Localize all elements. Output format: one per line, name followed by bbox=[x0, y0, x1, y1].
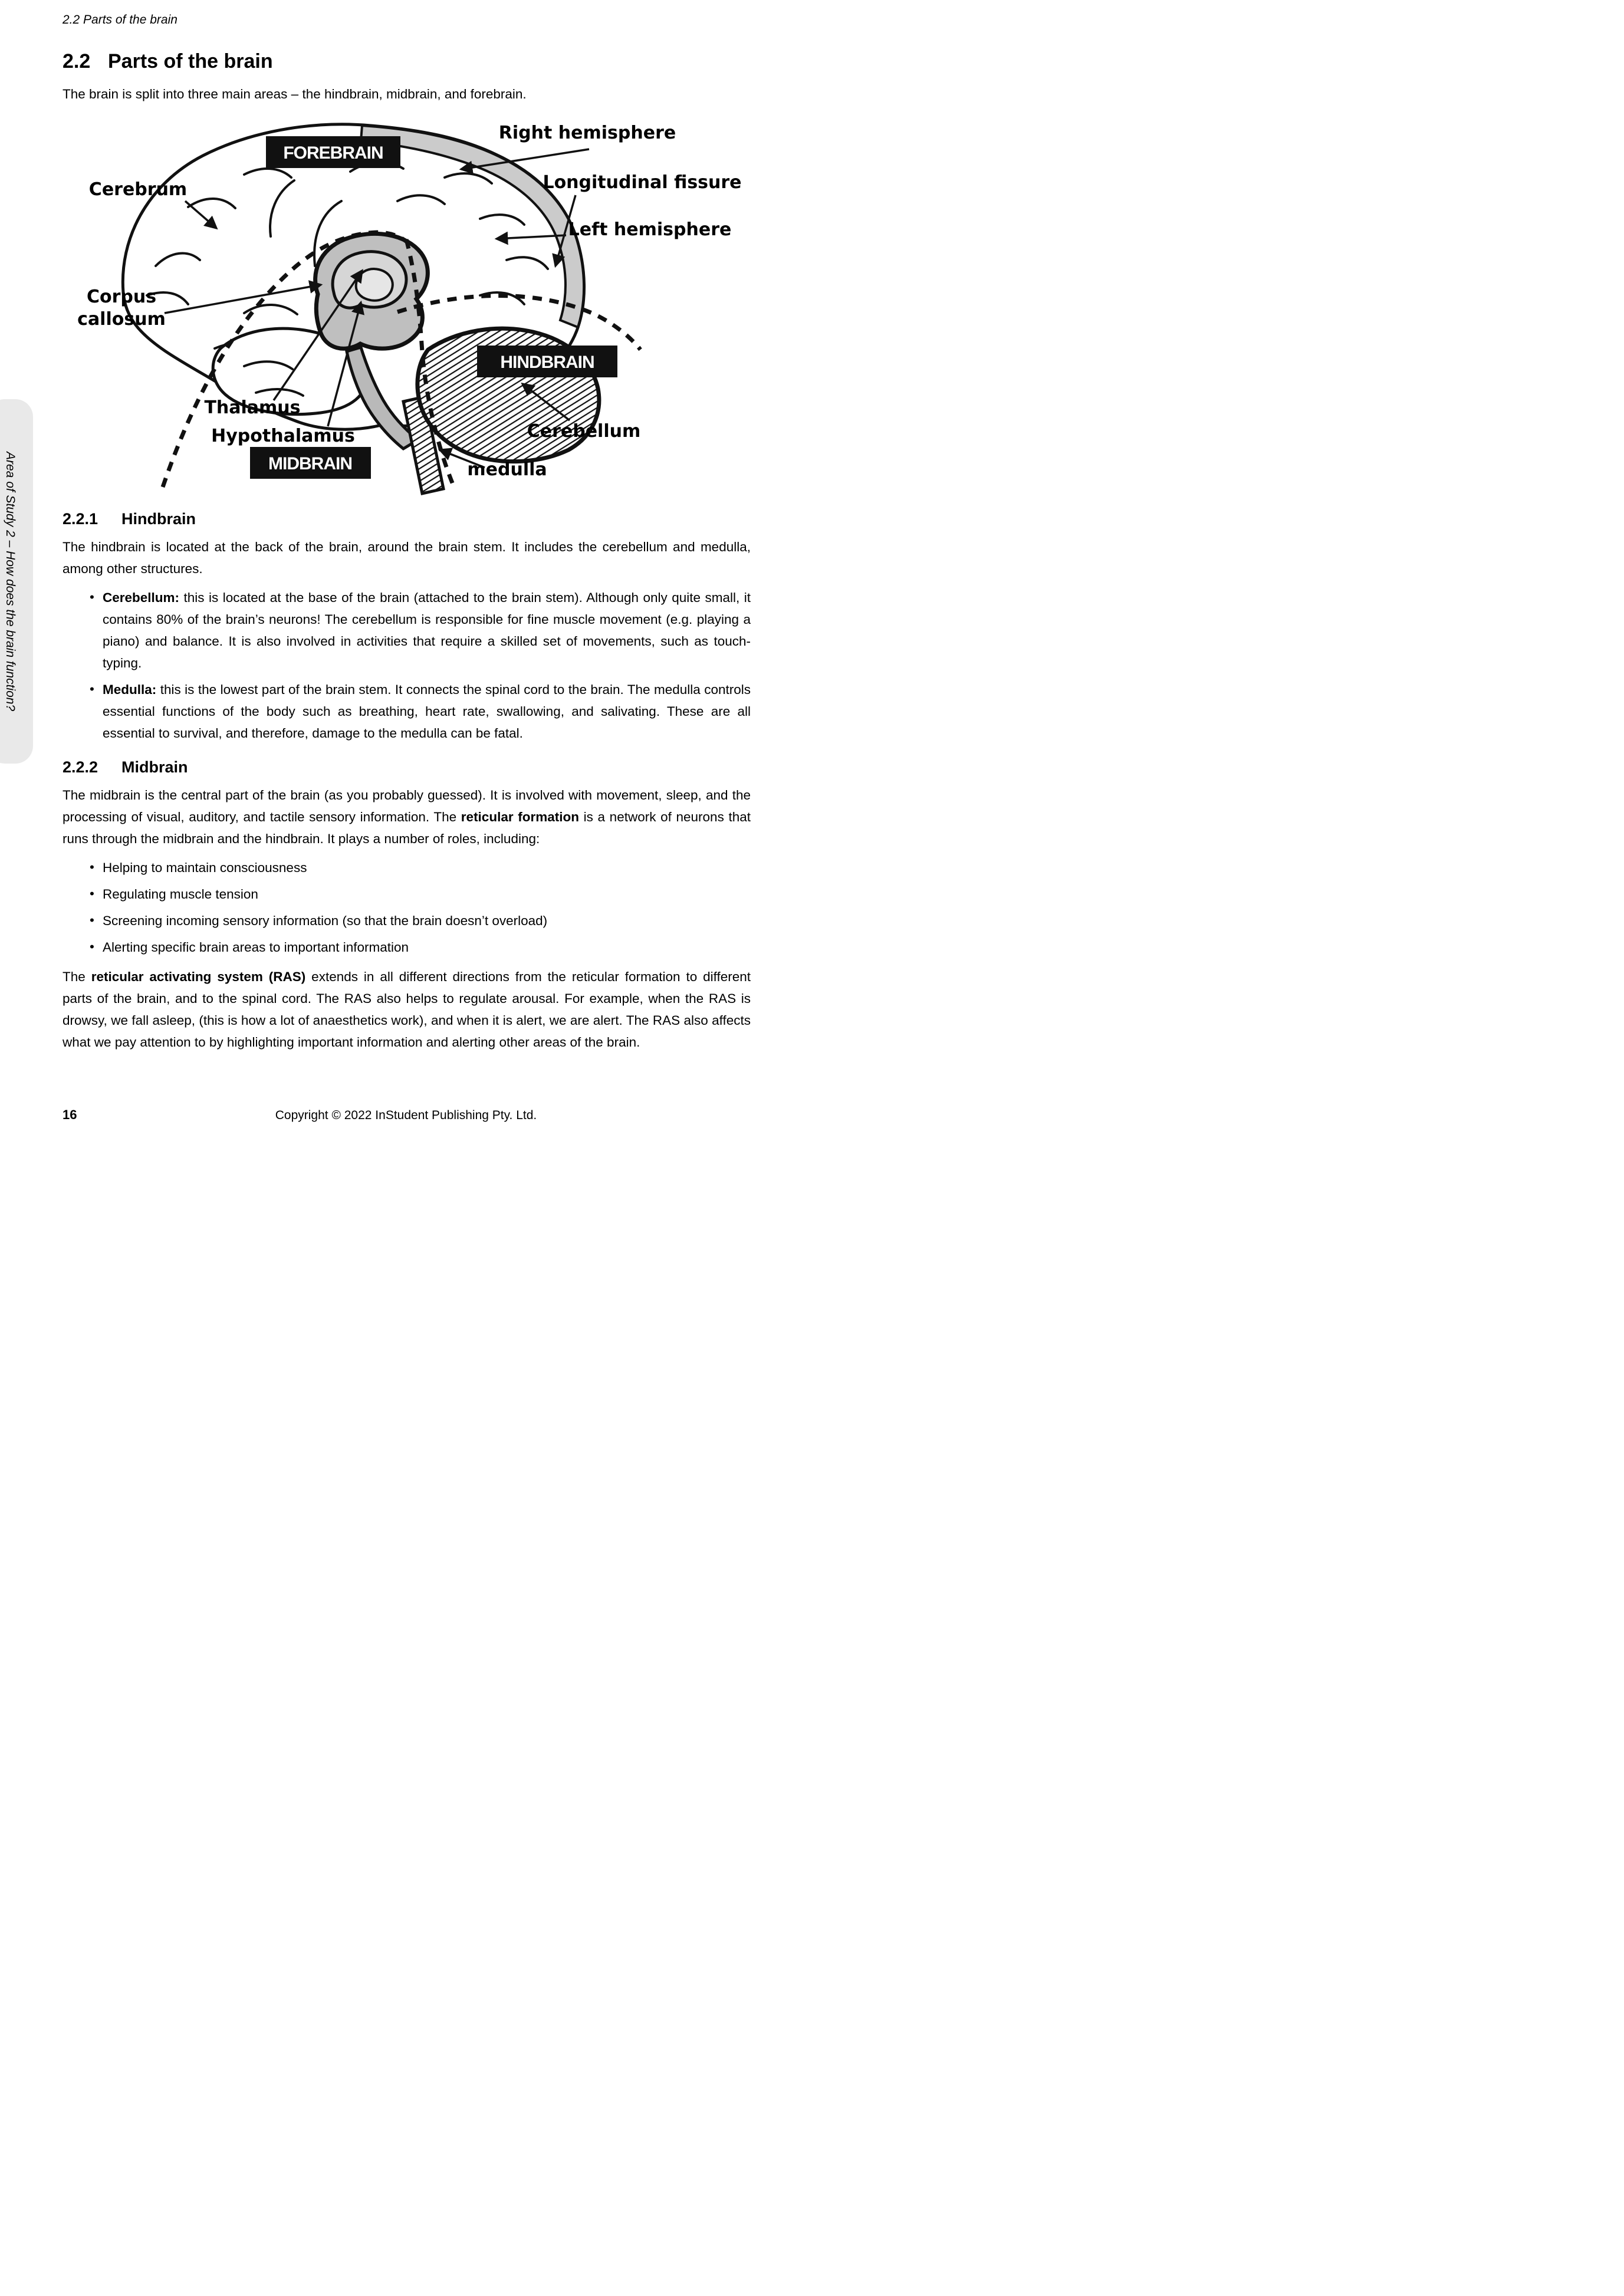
bullet-text: this is located at the base of the brain… bbox=[103, 590, 751, 670]
midbrain-box: MIDBRAIN bbox=[250, 446, 371, 479]
ras-paragraph: The reticular activating system (RAS) ex… bbox=[63, 966, 751, 1053]
hindbrain-box-label: HINDBRAIN bbox=[500, 353, 594, 372]
list-item: Regulating muscle tension bbox=[63, 883, 751, 905]
temporal-lobe bbox=[211, 327, 369, 416]
midbrain-bullet-list: Helping to maintain consciousness Regula… bbox=[63, 856, 751, 958]
copyright-notice: Copyright © 2022 InStudent Publishing Pt… bbox=[275, 1108, 537, 1122]
leader-arrow-left-hemisphere bbox=[494, 231, 567, 245]
paragraph-segment: The bbox=[63, 969, 91, 984]
sidebar-tab: Area of Study 2 – How does the brain fun… bbox=[0, 399, 33, 764]
brain-diagram-svg: FOREBRAIN HINDBRAIN MIDBRAIN Right hemis… bbox=[77, 123, 742, 495]
label-cerebrum: Cerebrum bbox=[89, 179, 187, 200]
hindbrain-paragraph: The hindbrain is located at the back of … bbox=[63, 539, 751, 576]
hindbrain-bullet-list: Cerebellum: this is located at the base … bbox=[63, 586, 751, 744]
label-right-hemisphere: Right hemisphere bbox=[499, 123, 676, 143]
label-cerebellum: Cerebellum bbox=[527, 421, 641, 442]
hindbrain-box: HINDBRAIN bbox=[477, 345, 617, 377]
textbook-page: 2.2 Parts of the brain Area of Study 2 –… bbox=[0, 0, 812, 1148]
bullet-term: Cerebellum: bbox=[103, 590, 180, 605]
label-corpus-line2: callosum bbox=[77, 309, 166, 330]
heading-hindbrain: 2.2.1 Hindbrain bbox=[63, 510, 751, 528]
dashed-boundary-left bbox=[160, 230, 409, 488]
intro-paragraph: The brain is split into three main areas… bbox=[63, 87, 527, 102]
bullet-text: Screening incoming sensory information (… bbox=[103, 913, 548, 928]
list-item: Cerebellum: this is located at the base … bbox=[63, 586, 751, 674]
section-number: 2.2 bbox=[63, 50, 91, 73]
list-item: Screening incoming sensory information (… bbox=[63, 909, 751, 932]
heading-text: Hindbrain bbox=[121, 509, 196, 528]
leader-arrow-thalamus bbox=[272, 269, 363, 401]
midbrain-paragraph: The midbrain is the central part of the … bbox=[63, 784, 751, 850]
list-item: Medulla: this is the lowest part of the … bbox=[63, 678, 751, 744]
page-title: 2.2 Parts of the brain bbox=[63, 50, 751, 73]
leader-arrows bbox=[164, 148, 590, 469]
bullet-text: Alerting specific brain areas to importa… bbox=[103, 939, 409, 955]
label-hypothalamus: Hypothalamus bbox=[211, 426, 355, 446]
brain-stem bbox=[345, 345, 421, 450]
bullet-text: Helping to maintain consciousness bbox=[103, 860, 307, 875]
leader-arrow-corpus-callosum bbox=[164, 280, 323, 314]
dashed-boundary-right bbox=[404, 239, 458, 491]
dashed-boundary-hindbrain bbox=[396, 293, 642, 351]
midbrain-box-label: MIDBRAIN bbox=[268, 454, 352, 473]
heading-midbrain: 2.2.2 Midbrain bbox=[63, 758, 751, 777]
sidebar-label: Area of Study 2 – How does the brain fun… bbox=[4, 451, 17, 712]
label-left-hemisphere: Left hemisphere bbox=[568, 219, 732, 240]
heading-number: 2.2.2 bbox=[63, 758, 98, 776]
bullet-text: Regulating muscle tension bbox=[103, 886, 258, 902]
page-number: 16 bbox=[63, 1107, 77, 1122]
running-header: 2.2 Parts of the brain bbox=[63, 13, 177, 27]
leader-arrow-cerebellum bbox=[521, 382, 571, 422]
heading-text: Midbrain bbox=[121, 758, 188, 776]
heading-number: 2.2.1 bbox=[63, 509, 98, 528]
list-item: Alerting specific brain areas to importa… bbox=[63, 936, 751, 958]
forebrain-box-label: FOREBRAIN bbox=[283, 143, 383, 163]
bold-term-ras: reticular activating system (RAS) bbox=[91, 969, 306, 984]
forebrain-box: FOREBRAIN bbox=[266, 136, 400, 168]
section-title-text: Parts of the brain bbox=[108, 50, 273, 73]
paragraph-segment: extends in all different directions from… bbox=[63, 969, 751, 1050]
bullet-text: this is the lowest part of the brain ste… bbox=[103, 682, 751, 741]
label-longitudinal-fissure: Longitudinal fissure bbox=[543, 172, 741, 193]
paragraph-segment: The midbrain is the central part of the … bbox=[63, 787, 751, 824]
leader-arrow-hypothalamus bbox=[327, 300, 365, 427]
leader-arrow-cerebrum bbox=[184, 200, 218, 230]
label-corpus-line1: Corpus bbox=[87, 287, 156, 307]
page-content: 2.2 Parts of the brain The brain is spli… bbox=[63, 50, 751, 1053]
label-medulla: medulla bbox=[467, 459, 547, 480]
bold-term-reticular-formation: reticular formation bbox=[461, 809, 579, 824]
thalamus-inner-swirl bbox=[354, 268, 394, 302]
leader-arrow-longitudinal-fissure bbox=[552, 195, 577, 268]
bullet-term: Medulla: bbox=[103, 682, 157, 697]
leader-arrow-medulla bbox=[438, 448, 485, 469]
list-item: Helping to maintain consciousness bbox=[63, 856, 751, 879]
brain-diagram: FOREBRAIN HINDBRAIN MIDBRAIN Right hemis… bbox=[67, 119, 751, 496]
label-thalamus: Thalamus bbox=[204, 397, 300, 418]
leader-arrow-right-hemisphere bbox=[459, 148, 590, 175]
paragraph-segment: is a network of neurons that runs throug… bbox=[63, 809, 751, 846]
